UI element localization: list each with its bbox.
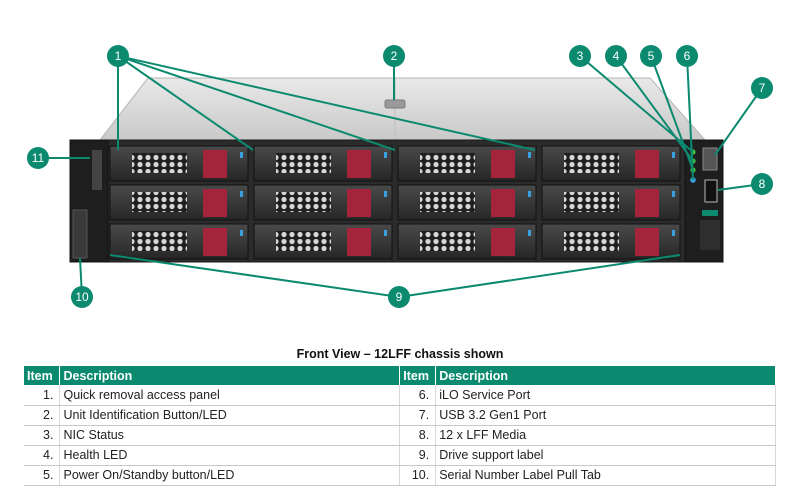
callout-5: 5: [640, 45, 662, 67]
drive-bay: [109, 223, 249, 260]
access-panel-latch: [384, 99, 406, 109]
item-description: Power On/Standby button/LED: [59, 465, 401, 486]
header-description: Description: [435, 366, 776, 385]
item-number: 5.: [24, 465, 61, 486]
item-number: 6.: [399, 385, 437, 406]
drive-bay: [253, 184, 393, 221]
item-number: 7.: [399, 405, 437, 426]
callout-3: 3: [569, 45, 591, 67]
item-description: USB 3.2 Gen1 Port: [435, 405, 776, 426]
ilo-service-port: [702, 147, 718, 171]
header-item: Item: [24, 366, 61, 385]
item-number: 2.: [24, 405, 61, 426]
item-number: 4.: [24, 445, 61, 466]
table-row: 3. NIC Status 8. 12 x LFF Media: [24, 425, 776, 446]
callout-9: 9: [388, 286, 410, 308]
item-description: Health LED: [59, 445, 401, 466]
item-description: Serial Number Label Pull Tab: [435, 465, 776, 486]
callout-8: 8: [751, 173, 773, 195]
table-row: 2. Unit Identification Button/LED 7. USB…: [24, 405, 776, 426]
svg-text:7: 7: [759, 81, 766, 95]
item-number: 3.: [24, 425, 61, 446]
callout-7: 7: [751, 77, 773, 99]
server-front-diagram: 1 2 3 4 5 6 7 8 9 10 11: [27, 45, 773, 308]
svg-text:4: 4: [613, 49, 620, 63]
component-legend-table: Item Description Item Description 1. Qui…: [24, 366, 776, 486]
drive-bay: [541, 184, 681, 221]
drive-bays: [109, 145, 681, 260]
item-number: 8.: [399, 425, 437, 446]
callout-4: 4: [605, 45, 627, 67]
table-row: 1. Quick removal access panel 6. iLO Ser…: [24, 385, 776, 406]
chassis-top-cover: [98, 77, 707, 141]
svg-text:10: 10: [75, 290, 89, 304]
svg-text:2: 2: [391, 49, 398, 63]
item-description: Unit Identification Button/LED: [59, 405, 401, 426]
item-number: 1.: [24, 385, 61, 406]
figure-caption: Front View – 12LFF chassis shown: [296, 347, 504, 361]
hpe-badge: [702, 210, 718, 216]
drive-bay: [541, 223, 681, 260]
svg-text:11: 11: [32, 151, 45, 165]
svg-text:5: 5: [648, 49, 655, 63]
svg-text:9: 9: [396, 290, 403, 304]
drive-bay: [541, 145, 681, 182]
drive-bay: [253, 145, 393, 182]
item-description: iLO Service Port: [435, 385, 776, 406]
leader-lines: [38, 55, 763, 298]
item-number: 9.: [399, 445, 437, 466]
drive-bay: [253, 223, 393, 260]
table-row: 5. Power On/Standby button/LED 10. Seria…: [24, 465, 776, 486]
header-item: Item: [399, 366, 437, 385]
drive-bay: [109, 145, 249, 182]
callout-1: 1: [107, 45, 129, 67]
svg-text:8: 8: [759, 177, 766, 191]
item-description: Drive support label: [435, 445, 776, 466]
svg-text:3: 3: [577, 49, 584, 63]
callout-10: 10: [71, 286, 93, 308]
item-description: Quick removal access panel: [59, 385, 401, 406]
svg-text:6: 6: [684, 49, 691, 63]
drive-bay: [397, 223, 537, 260]
item-number: 10.: [399, 465, 437, 486]
serial-pull-tab: [72, 209, 88, 259]
callout-6: 6: [676, 45, 698, 67]
table-row: 4. Health LED 9. Drive support label: [24, 445, 776, 466]
table-header-row: Item Description Item Description: [24, 366, 776, 385]
svg-text:1: 1: [115, 49, 122, 63]
callout-11: 11: [27, 147, 49, 169]
header-description: Description: [59, 366, 401, 385]
drive-bay: [397, 184, 537, 221]
usb-port: [704, 179, 718, 203]
item-description: 12 x LFF Media: [435, 425, 776, 446]
item-description: NIC Status: [59, 425, 401, 446]
drive-bay: [397, 145, 537, 182]
drive-bay: [109, 184, 249, 221]
callout-2: 2: [383, 45, 405, 67]
